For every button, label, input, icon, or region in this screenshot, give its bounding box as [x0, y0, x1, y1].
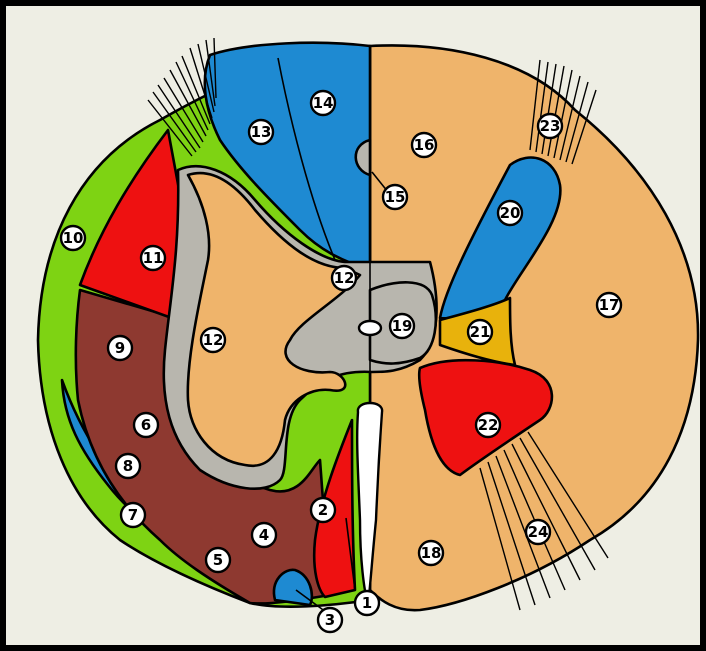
svg-text:6: 6 — [141, 416, 151, 434]
central-canal — [359, 321, 381, 335]
svg-text:17: 17 — [599, 296, 620, 314]
svg-text:1: 1 — [362, 594, 372, 612]
label-18: 18 — [419, 541, 443, 565]
label-13: 13 — [249, 120, 273, 144]
svg-text:11: 11 — [143, 249, 164, 267]
label-17: 17 — [597, 293, 621, 317]
label-4: 4 — [252, 523, 276, 547]
label-22: 22 — [476, 413, 500, 437]
label-6: 6 — [134, 413, 158, 437]
label-16: 16 — [412, 133, 436, 157]
svg-text:24: 24 — [528, 523, 549, 541]
label-8: 8 — [116, 454, 140, 478]
svg-text:5: 5 — [213, 551, 223, 569]
label-10: 10 — [61, 226, 85, 250]
svg-text:22: 22 — [478, 416, 499, 434]
label-21: 21 — [468, 320, 492, 344]
label-23: 23 — [538, 114, 562, 138]
svg-text:23: 23 — [540, 117, 561, 135]
svg-text:12: 12 — [203, 331, 224, 349]
svg-text:19: 19 — [392, 317, 413, 335]
svg-text:7: 7 — [128, 506, 138, 524]
spinal-cord-cross-section-diagram: 1 2 3 4 5 6 7 8 9 10 11 12 12 13 14 15 1… — [6, 6, 700, 645]
svg-text:16: 16 — [414, 136, 435, 154]
svg-text:10: 10 — [63, 229, 84, 247]
svg-text:15: 15 — [385, 188, 406, 206]
label-1: 1 — [355, 591, 379, 615]
label-15: 15 — [383, 185, 407, 209]
diagram-canvas: 1 2 3 4 5 6 7 8 9 10 11 12 12 13 14 15 1… — [6, 6, 700, 645]
svg-text:3: 3 — [325, 611, 335, 629]
svg-text:21: 21 — [470, 323, 491, 341]
label-11: 11 — [141, 246, 165, 270]
svg-text:13: 13 — [251, 123, 272, 141]
svg-text:18: 18 — [421, 544, 442, 562]
svg-text:12: 12 — [334, 269, 355, 287]
svg-text:20: 20 — [500, 204, 521, 222]
label-20: 20 — [498, 201, 522, 225]
label-14: 14 — [311, 91, 335, 115]
svg-text:4: 4 — [259, 526, 269, 544]
label-24: 24 — [526, 520, 550, 544]
label-12-upper: 12 — [332, 266, 356, 290]
label-19: 19 — [390, 314, 414, 338]
label-3: 3 — [318, 608, 342, 632]
label-5: 5 — [206, 548, 230, 572]
svg-text:2: 2 — [318, 501, 328, 519]
svg-text:9: 9 — [115, 339, 125, 357]
label-12-lower: 12 — [201, 328, 225, 352]
label-7: 7 — [121, 503, 145, 527]
label-2: 2 — [311, 498, 335, 522]
label-9: 9 — [108, 336, 132, 360]
svg-text:8: 8 — [123, 457, 133, 475]
svg-text:14: 14 — [313, 94, 334, 112]
